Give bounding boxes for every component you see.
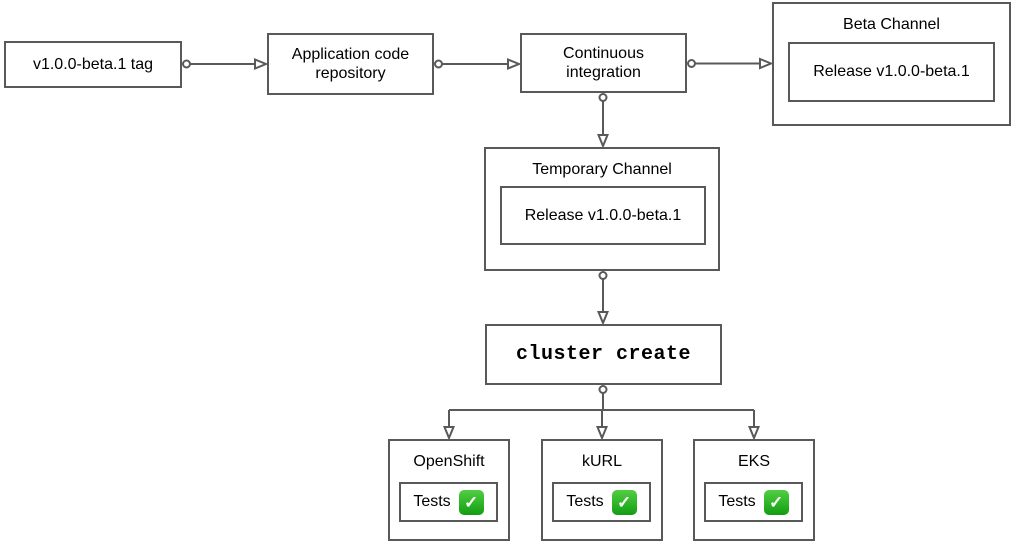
temporary-channel-title: Temporary Channel <box>532 161 672 178</box>
check-icon: ✓ <box>458 489 484 515</box>
openshift-title: OpenShift <box>413 453 485 470</box>
eks-tests-label: Tests <box>718 493 756 511</box>
node-openshift: OpenShift Tests ✓ <box>388 439 510 541</box>
openshift-tests-label: Tests <box>413 493 451 511</box>
continuous-integration-label: Continuous integration <box>563 44 644 81</box>
eks-title: EKS <box>737 453 770 470</box>
node-kurl: kURL Tests ✓ <box>541 439 663 541</box>
cluster-create-label: cluster create <box>515 342 692 366</box>
version-tag-label: v1.0.0-beta.1 tag <box>32 55 154 73</box>
node-temporary-channel: Temporary Channel Release v1.0.0-beta.1 <box>484 147 720 271</box>
beta-release-label: Release v1.0.0-beta.1 <box>813 63 970 81</box>
temporary-release-label: Release v1.0.0-beta.1 <box>524 206 682 224</box>
edge-cluster-branches <box>448 393 755 427</box>
node-version-tag: v1.0.0-beta.1 tag <box>4 41 182 88</box>
app-code-repository-label: Application code repository <box>291 45 410 82</box>
node-app-code-repository: Application code repository <box>267 33 434 95</box>
kurl-title: kURL <box>581 453 622 470</box>
kurl-tests-label: Tests <box>566 493 604 511</box>
node-beta-channel: Beta Channel Release v1.0.0-beta.1 <box>772 2 1011 126</box>
node-beta-release: Release v1.0.0-beta.1 <box>788 42 995 102</box>
node-temporary-release: Release v1.0.0-beta.1 <box>500 186 706 245</box>
check-icon: ✓ <box>611 489 637 515</box>
node-cluster-create: cluster create <box>485 324 722 385</box>
node-eks-tests: Tests ✓ <box>704 482 803 522</box>
check-icon: ✓ <box>763 489 789 515</box>
node-kurl-tests: Tests ✓ <box>552 482 651 522</box>
node-continuous-integration: Continuous integration <box>520 33 687 93</box>
node-eks: EKS Tests ✓ <box>693 439 815 541</box>
node-openshift-tests: Tests ✓ <box>399 482 498 522</box>
beta-channel-title: Beta Channel <box>843 16 940 33</box>
